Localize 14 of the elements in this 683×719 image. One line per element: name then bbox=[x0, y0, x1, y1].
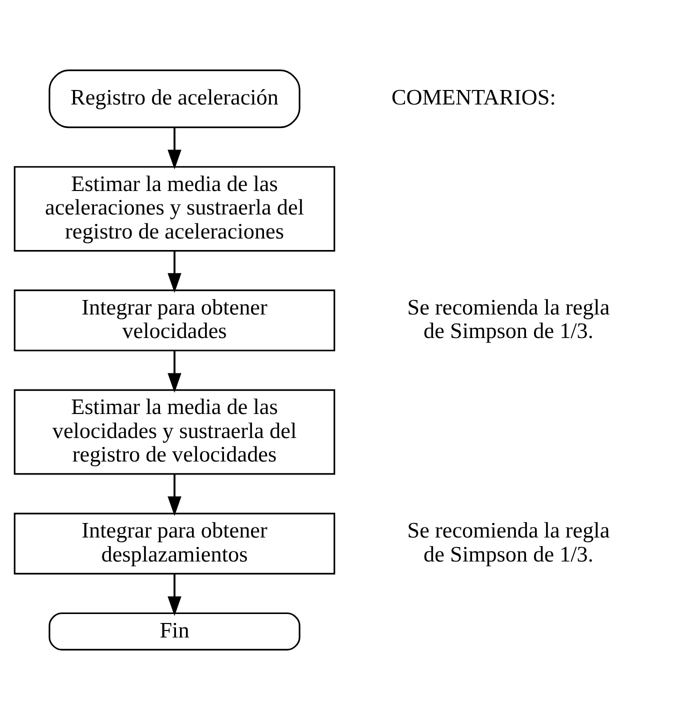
node-box: Estimar la media de las aceleraciones y sustraerla del registro de aceleraciones bbox=[14, 166, 336, 252]
node-box: Fin bbox=[48, 612, 300, 650]
node-box: Integrar para obtener desplazamientos bbox=[14, 512, 336, 574]
label: COMENTARIOS: bbox=[391, 84, 556, 110]
node-box: Estimar la media de las velocidades y sustraerla del registro de velocidades bbox=[14, 388, 336, 474]
node-label: Se recomienda la regla de Simpson de 1/3. bbox=[407, 294, 610, 343]
node-box: Registro de aceleración bbox=[48, 69, 300, 128]
arrow bbox=[168, 250, 182, 292]
arrow bbox=[168, 126, 182, 169]
node-box: Integrar para obtener velocidades bbox=[14, 289, 336, 351]
node-label: Se recomienda la regla de Simpson de 1/3. bbox=[407, 517, 610, 566]
arrow bbox=[168, 473, 182, 516]
arrow bbox=[168, 573, 182, 616]
arrow bbox=[168, 350, 182, 392]
